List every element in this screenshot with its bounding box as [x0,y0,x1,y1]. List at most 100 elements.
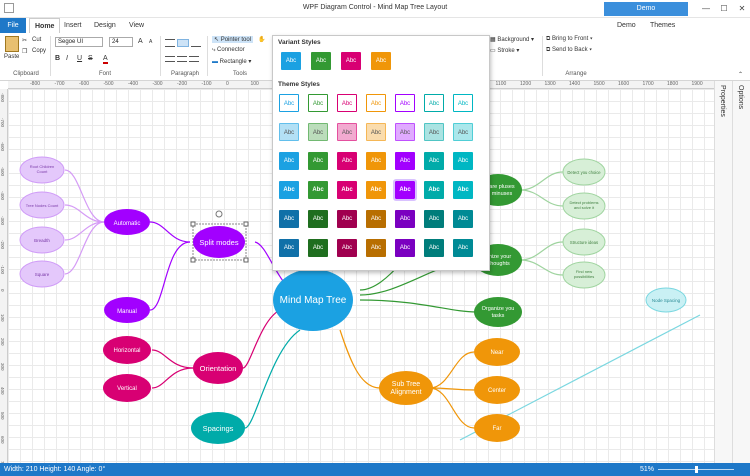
organize-tasks-node[interactable] [474,297,522,327]
align-bottom-icon[interactable] [191,39,201,47]
split-modes-node[interactable] [193,226,245,258]
root-children-count-node[interactable] [19,156,65,184]
grow-font-button[interactable]: A [138,38,143,45]
theme-style-swatch[interactable]: Abc [395,94,415,112]
detect-choice-node[interactable] [562,158,606,186]
theme-style-swatch[interactable]: Abc [395,239,415,257]
tab-file[interactable]: File [0,18,26,33]
variant-style-swatch[interactable]: Abc [281,52,301,70]
theme-style-swatch[interactable]: Abc [424,181,444,199]
square-node[interactable] [19,260,65,288]
cut-icon[interactable]: ✂ [22,38,28,44]
shrink-font-button[interactable]: A [149,39,153,45]
pan-tool-icon[interactable]: ✋ [258,37,266,43]
theme-style-swatch[interactable]: Abc [337,152,357,170]
zoom-slider-thumb[interactable] [695,466,698,473]
theme-style-swatch[interactable]: Abc [279,152,299,170]
copy-icon[interactable]: ❐ [22,49,28,55]
tab-design[interactable]: Design [94,22,116,29]
theme-style-swatch[interactable]: Abc [308,152,328,170]
theme-style-swatch[interactable]: Abc [308,210,328,228]
theme-style-swatch[interactable]: Abc [424,239,444,257]
root-node[interactable] [273,269,353,331]
theme-style-swatch[interactable]: Abc [424,94,444,112]
spacings-node[interactable] [191,412,245,444]
theme-style-swatch[interactable]: Abc [279,123,299,141]
breadth-node[interactable] [19,226,65,254]
resize-handle[interactable] [190,257,196,263]
theme-style-swatch[interactable]: Abc [453,239,473,257]
paste-icon[interactable] [5,36,19,52]
bring-to-front-button[interactable]: ⧉ Bring to Front ▾ [546,36,593,43]
theme-style-swatch[interactable]: Abc [424,152,444,170]
font-family-select[interactable]: Segoe UI [55,37,103,47]
center-node[interactable] [474,376,520,404]
find-possibilities-node[interactable] [562,261,606,289]
minimize-button[interactable]: — [702,4,710,13]
bold-button[interactable]: B [55,55,61,62]
theme-style-swatch[interactable]: Abc [395,210,415,228]
tree-nodes-count-node[interactable] [19,191,65,219]
theme-style-swatch[interactable]: Abc [366,123,386,141]
align-middle-icon[interactable] [177,39,189,47]
variant-style-swatch[interactable]: Abc [371,52,391,70]
tab-demo[interactable]: Demo [617,22,636,29]
theme-style-swatch[interactable]: Abc [337,123,357,141]
theme-style-swatch[interactable]: Abc [279,210,299,228]
text-color-button[interactable]: A [103,55,108,64]
connector-button[interactable]: ⤷ Connector [212,47,245,54]
theme-style-swatch[interactable]: Abc [366,239,386,257]
theme-style-swatch[interactable]: Abc [366,152,386,170]
theme-style-swatch[interactable]: Abc [279,181,299,199]
theme-style-swatch[interactable]: Abc [395,123,415,141]
background-button[interactable]: ▦ Background ▾ [490,36,534,43]
rectangle-button[interactable]: ▬ Rectangle ▾ [212,58,251,65]
theme-style-swatch[interactable]: Abc [453,123,473,141]
align-left-icon[interactable] [165,56,175,62]
italic-button[interactable]: I [66,55,68,62]
align-center-icon[interactable] [177,56,187,62]
node-spacing-node[interactable] [645,287,687,313]
tab-insert[interactable]: Insert [64,22,82,29]
paste-button[interactable]: Paste [4,54,20,60]
theme-style-swatch[interactable]: Abc [453,152,473,170]
copy-button[interactable]: Copy [32,48,47,54]
variant-style-swatch[interactable]: Abc [341,52,361,70]
theme-style-swatch[interactable]: Abc [337,210,357,228]
align-right-icon[interactable] [189,56,199,62]
orientation-node[interactable] [193,352,243,384]
strikethrough-button[interactable]: S [88,55,93,62]
structure-ideas-node[interactable] [562,228,606,256]
theme-style-swatch[interactable]: Abc [279,239,299,257]
close-button[interactable]: ✕ [738,4,746,13]
send-to-back-button[interactable]: ⧉ Send to Back ▾ [546,47,592,54]
pointer-tool-button[interactable]: ↖ Pointer tool [212,36,254,43]
theme-style-swatch[interactable]: Abc [366,210,386,228]
horizontal-node[interactable] [103,336,151,364]
theme-style-swatch[interactable]: Abc [308,239,328,257]
options-panel-tab[interactable]: Options [732,81,750,463]
theme-style-swatch[interactable]: Abc [337,94,357,112]
variant-style-swatch[interactable]: Abc [311,52,331,70]
theme-style-swatch[interactable]: Abc [308,181,328,199]
tab-home[interactable]: Home [29,18,61,33]
font-size-select[interactable]: 24 [109,37,133,47]
theme-style-swatch[interactable]: Abc [308,123,328,141]
cut-button[interactable]: Cut [32,37,42,43]
maximize-button[interactable]: ☐ [720,4,728,13]
theme-style-swatch[interactable]: Abc [366,94,386,112]
theme-style-swatch[interactable]: Abc [337,181,357,199]
theme-style-swatch[interactable]: Abc [366,181,386,199]
sub-tree-alignment-node[interactable] [379,371,433,405]
align-top-icon[interactable] [165,39,175,47]
tab-view[interactable]: View [129,22,145,29]
rotate-handle-icon[interactable] [215,210,223,218]
theme-style-swatch[interactable]: Abc [453,210,473,228]
tab-themes[interactable]: Themes [650,22,676,29]
theme-style-swatch[interactable]: Abc [424,123,444,141]
manual-node[interactable] [104,297,150,323]
resize-handle[interactable] [243,221,249,227]
stroke-button[interactable]: ▭ Stroke ▾ [490,47,519,54]
theme-style-swatch[interactable]: Abc [453,94,473,112]
theme-style-swatch[interactable]: Abc [337,239,357,257]
